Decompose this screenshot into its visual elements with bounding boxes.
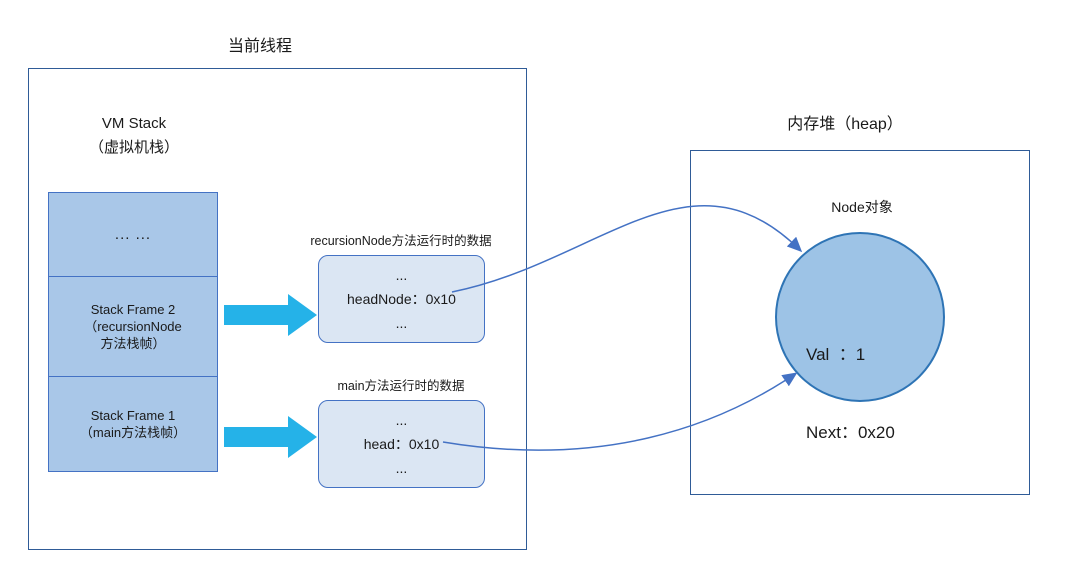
stack-cell-ellipsis: ... ... — [49, 193, 217, 276]
stack-cell-frame2: Stack Frame 2 （recursionNode 方法栈帧） — [49, 276, 217, 376]
data-box-line: ... — [395, 315, 408, 331]
data-box-line: ... — [395, 460, 408, 476]
node-object-fields: Val ：1 Next：0x20 — [806, 290, 895, 472]
data-box-line: ... — [395, 412, 408, 428]
stack-cell-text: ... ... — [114, 226, 152, 243]
vm-stack-label: VM Stack （虚拟机栈） — [58, 112, 210, 160]
node-field-next: Next：0x20 — [806, 423, 895, 442]
recursionnode-data-caption: recursionNode方法运行时的数据 — [310, 234, 492, 248]
main-data-box: ... head：0x10 ... — [318, 400, 485, 488]
stack-cell-text: （recursionNode — [84, 319, 182, 334]
main-data-caption: main方法运行时的数据 — [337, 379, 465, 393]
node-object-circle — [775, 232, 945, 402]
vm-stack-column: ... ... Stack Frame 2 （recursionNode 方法栈… — [48, 192, 218, 472]
heap-container-box — [690, 150, 1030, 495]
vm-stack-label-en: VM Stack — [101, 115, 167, 132]
thread-title: 当前线程 — [227, 38, 292, 55]
stack-cell-text: Stack Frame 1 — [90, 408, 176, 423]
heap-title: 内存堆（heap） — [787, 116, 903, 133]
stack-cell-text: Stack Frame 2 — [90, 302, 176, 317]
stack-cell-text: 方法栈帧） — [100, 336, 166, 351]
stack-cell-frame1: Stack Frame 1 （main方法栈帧） — [49, 376, 217, 471]
node-object-label: Node对象 — [831, 199, 893, 215]
node-field-val: Val ：1 — [806, 345, 866, 364]
recursionnode-data-box: ... headNode：0x10 ... — [318, 255, 485, 343]
data-box-line: headNode：0x10 — [347, 291, 456, 307]
thread-container-box — [28, 68, 527, 550]
data-box-line: ... — [395, 267, 408, 283]
stack-cell-text: （main方法栈帧） — [79, 425, 187, 440]
data-box-line: head：0x10 — [363, 436, 440, 452]
vm-stack-label-zh: （虚拟机栈） — [88, 139, 179, 156]
